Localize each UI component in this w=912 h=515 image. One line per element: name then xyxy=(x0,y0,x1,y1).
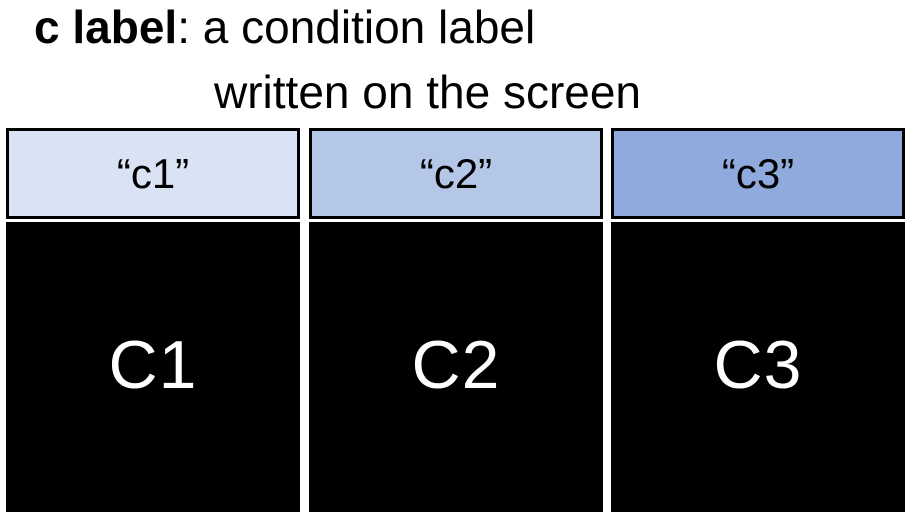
title-term: c label xyxy=(34,1,178,53)
screen-panel-3: C3 xyxy=(611,222,905,512)
condition-column-1: “c1” C1 xyxy=(6,128,300,512)
title-line-2: written on the screen xyxy=(214,66,642,118)
condition-column-2: “c2” C2 xyxy=(309,128,603,512)
condition-label-box-1: “c1” xyxy=(6,128,300,219)
title-definition: a condition label xyxy=(189,1,536,53)
screen-text-2: C2 xyxy=(411,327,501,403)
screen-panel-1: C1 xyxy=(6,222,300,512)
condition-label-box-2: “c2” xyxy=(309,128,603,219)
condition-column-3: “c3” C3 xyxy=(611,128,905,512)
screen-text-3: C3 xyxy=(713,327,803,403)
screen-text-1: C1 xyxy=(108,327,198,403)
title-colon: : xyxy=(177,1,190,53)
title-line-1: c label: a condition label xyxy=(34,0,535,58)
screen-panel-2: C2 xyxy=(309,222,603,512)
condition-label-box-3: “c3” xyxy=(611,128,905,219)
